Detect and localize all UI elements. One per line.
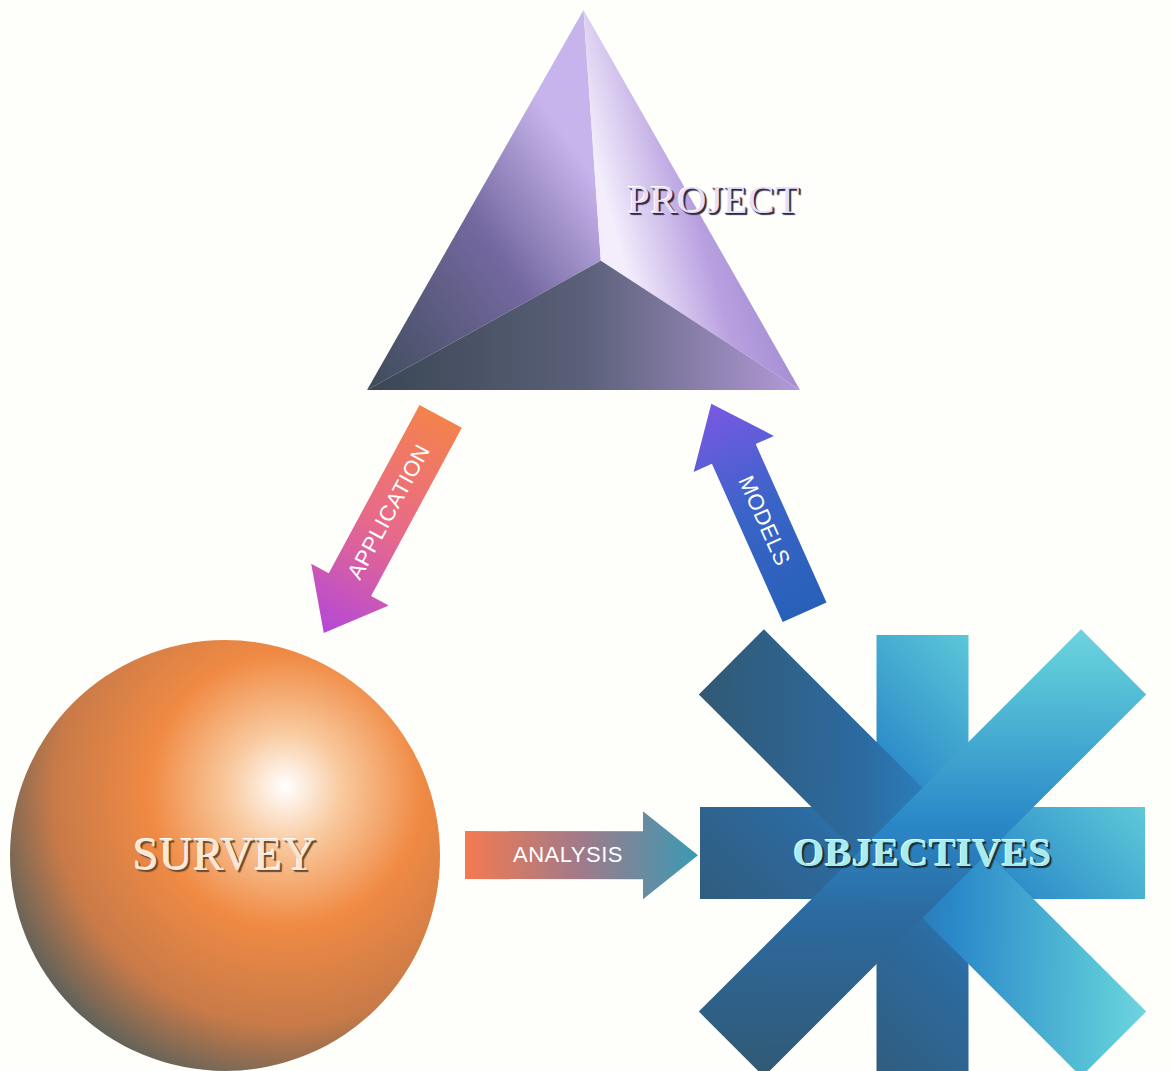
node-label: SURVEY bbox=[133, 829, 316, 882]
analysis-arrow bbox=[465, 811, 698, 899]
node-label: OBJECTIVES bbox=[793, 830, 1051, 876]
pyramid-node: PROJECT bbox=[367, 10, 800, 390]
arrow-label: ANALYSIS bbox=[513, 844, 623, 866]
sphere-node: SURVEY bbox=[10, 640, 440, 1071]
node-label: PROJECT bbox=[628, 177, 800, 223]
asterisk-node: OBJECTIVES bbox=[700, 635, 1145, 1071]
models-arrow bbox=[694, 404, 827, 622]
application-arrow bbox=[311, 405, 462, 633]
